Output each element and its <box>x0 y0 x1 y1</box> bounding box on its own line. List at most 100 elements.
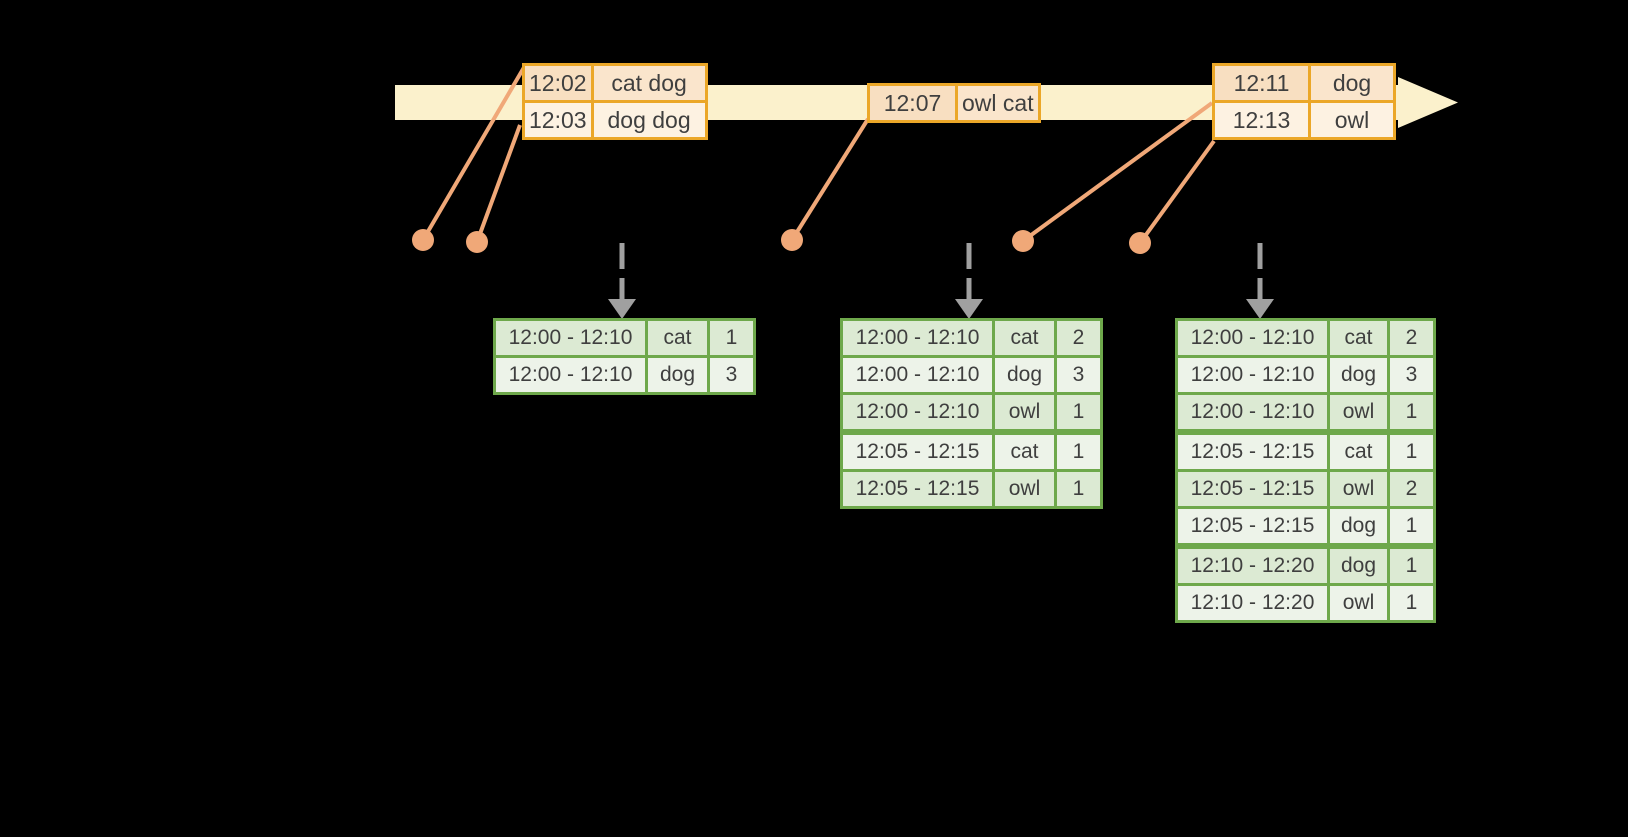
connector-line-1213 <box>1138 139 1216 245</box>
window-cell: 12:00 - 12:10 <box>1175 318 1330 358</box>
word-cell: dog <box>1327 355 1390 395</box>
word-cell: dog <box>992 355 1057 395</box>
window-cell: 12:05 - 12:15 <box>1175 469 1330 509</box>
window-cell: 12:05 - 12:15 <box>1175 429 1330 472</box>
word-cell: dog <box>645 355 710 395</box>
time-cell: 12:07 <box>867 83 958 123</box>
connector-line-1207 <box>790 117 870 242</box>
window-cell: 12:00 - 12:10 <box>1175 392 1330 434</box>
word-cell: owl <box>1327 392 1390 434</box>
time-cell: 12:02 <box>522 63 594 103</box>
count-cell: 1 <box>1387 429 1436 472</box>
window-cell: 12:10 - 12:20 <box>1175 583 1330 623</box>
word-cell: dog <box>1327 506 1390 548</box>
words-cell: owl <box>1308 100 1396 140</box>
count-cell: 1 <box>1387 583 1436 623</box>
window-cell: 12:05 - 12:15 <box>840 429 995 472</box>
count-cell: 3 <box>1387 355 1436 395</box>
words-cell: cat dog <box>590 63 708 103</box>
connector-line-1203 <box>475 124 522 243</box>
event-dot-1203 <box>466 231 488 253</box>
word-cell: cat <box>1327 429 1390 472</box>
count-cell: 1 <box>707 318 756 358</box>
event-dot-1213 <box>1129 232 1151 254</box>
event-dot-1207 <box>781 229 803 251</box>
event-dot-1211 <box>1012 230 1034 252</box>
count-cell: 2 <box>1054 318 1103 358</box>
word-cell: cat <box>992 318 1057 358</box>
trigger-arrow-2 <box>955 243 983 319</box>
word-cell: cat <box>1327 318 1390 358</box>
trigger-arrow-1 <box>608 243 636 319</box>
word-cell: cat <box>992 429 1057 472</box>
count-cell: 1 <box>1054 429 1103 472</box>
word-cell: owl <box>1327 469 1390 509</box>
count-cell: 3 <box>707 355 756 395</box>
count-cell: 1 <box>1387 543 1436 586</box>
window-cell: 12:05 - 12:15 <box>1175 506 1330 548</box>
time-cell: 12:03 <box>522 100 594 140</box>
window-cell: 12:00 - 12:10 <box>840 318 995 358</box>
window-cell: 12:00 - 12:10 <box>840 355 995 395</box>
connector-line-1211 <box>1021 101 1214 243</box>
count-cell: 1 <box>1054 469 1103 509</box>
count-cell: 3 <box>1054 355 1103 395</box>
window-cell: 12:00 - 12:10 <box>1175 355 1330 395</box>
word-cell: owl <box>992 469 1057 509</box>
event-dot-1202 <box>412 229 434 251</box>
count-cell: 1 <box>1054 392 1103 434</box>
count-cell: 2 <box>1387 318 1436 358</box>
words-cell: dog <box>1308 63 1396 103</box>
count-cell: 2 <box>1387 469 1436 509</box>
count-cell: 1 <box>1387 506 1436 548</box>
trigger-arrow-3 <box>1246 243 1274 319</box>
window-cell: 12:00 - 12:10 <box>493 355 648 395</box>
words-cell: dog dog <box>590 100 708 140</box>
word-cell: cat <box>645 318 710 358</box>
time-cell: 12:11 <box>1212 63 1311 103</box>
words-cell: owl cat <box>955 83 1041 123</box>
window-cell: 12:00 - 12:10 <box>493 318 648 358</box>
window-cell: 12:10 - 12:20 <box>1175 543 1330 586</box>
word-cell: owl <box>992 392 1057 434</box>
window-cell: 12:05 - 12:15 <box>840 469 995 509</box>
time-cell: 12:13 <box>1212 100 1311 140</box>
word-cell: owl <box>1327 583 1390 623</box>
count-cell: 1 <box>1387 392 1436 434</box>
window-cell: 12:00 - 12:10 <box>840 392 995 434</box>
connector-line-1202 <box>421 62 528 242</box>
